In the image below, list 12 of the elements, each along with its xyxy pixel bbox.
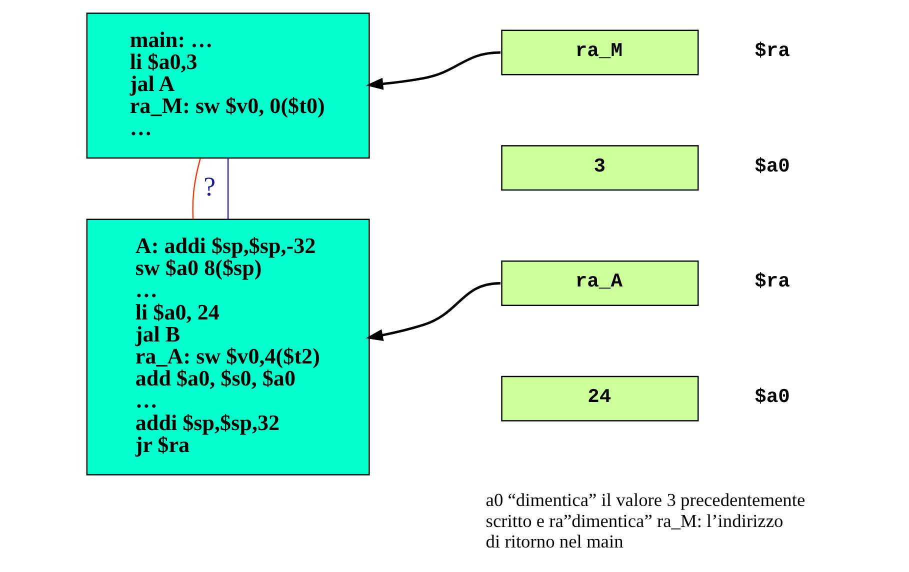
edge-label: ? — [204, 172, 216, 202]
connector — [192, 158, 201, 220]
node-box: main: … li $a0,3 jal A ra_M: sw $v0, 0($t0) … — [86, 12, 370, 159]
arrow — [366, 282, 501, 342]
node-label: $ra — [754, 270, 790, 293]
node-label: $a0 — [754, 386, 790, 408]
node-box: A: addi $sp,$sp,-32 sw $a0 8($sp) … li $a0, 24 jal B ra_A: sw $v0,4($t2) add $a0, $s0, $a0 … addi $sp,$sp,32 jr $ra — [86, 218, 370, 476]
arrow — [366, 51, 501, 90]
node-label: $ra — [754, 40, 790, 62]
node-label: $a0 — [754, 155, 790, 178]
connector — [227, 158, 229, 220]
label: a0 “dimentica” il valore 3 precedentemente scritto e ra”dimentica” ra_M: l’indirizzo di ritorno nel main — [486, 490, 806, 552]
